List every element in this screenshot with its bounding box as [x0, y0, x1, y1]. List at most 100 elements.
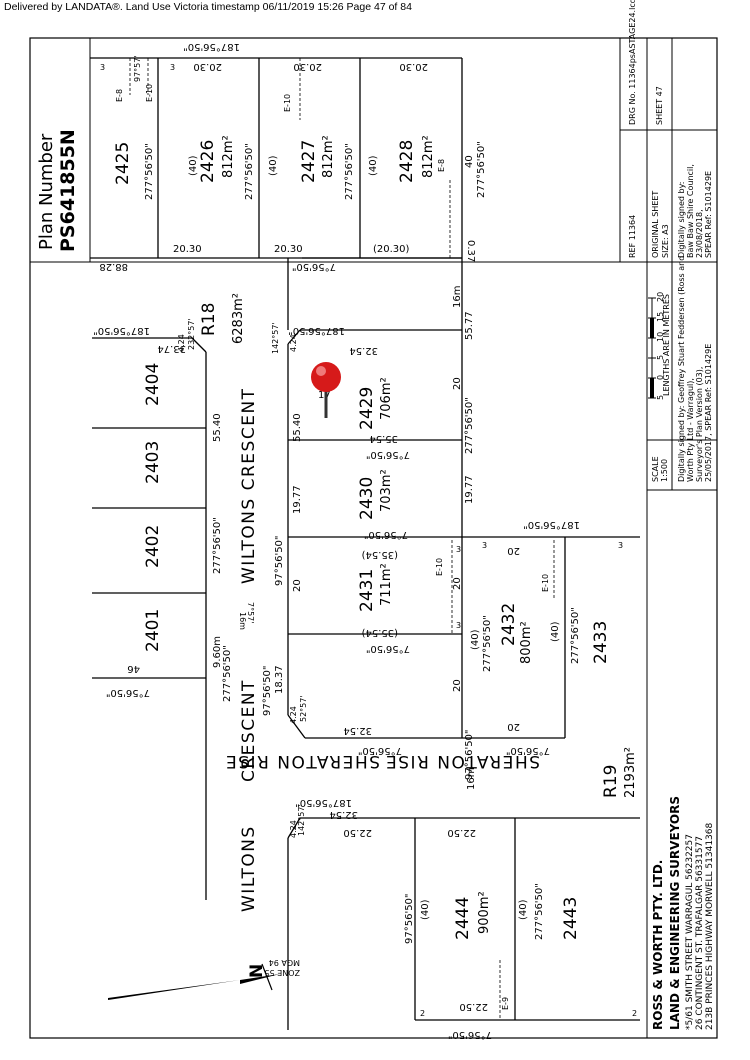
surveyor-sig-1: Digitally signed by: Geoffrey Stuart Fed… [677, 256, 686, 482]
bearing-2432-w: 277°56'50" [482, 615, 493, 672]
south-lots-boundaries [287, 817, 640, 1030]
road-sheraton-rise-e: SHERATON RISE [385, 751, 541, 771]
lot-2427: 2427 [299, 140, 319, 183]
lot-2401: 2401 [143, 609, 163, 652]
area-2428: 812m² [421, 135, 436, 178]
dim-20-c: 20 [292, 579, 303, 592]
area-2430: 703m² [379, 469, 394, 512]
dim-16m-s: 16m [466, 768, 477, 790]
bearing-7057: 7°57' [246, 602, 255, 623]
lot-2443: 2443 [561, 897, 581, 940]
top-lots-boundaries [90, 57, 463, 259]
lot-2402: 2402 [143, 525, 163, 568]
bearing-2429-n: 187°56'50" [288, 325, 345, 336]
dim-40p-2432: (40) [470, 629, 481, 650]
lot-2433: 2433 [591, 621, 611, 664]
firm-name: ROSS & WORTH PTY. LTD. [651, 860, 665, 1030]
bearing-2432-s: 7°56'50" [506, 745, 550, 756]
plan-number-label: Plan Number [36, 133, 57, 250]
council-sig-1: Digitally signed by: [677, 182, 686, 258]
sheet-border [29, 37, 718, 1039]
bearing-top-187: 187°56'50" [183, 41, 240, 52]
dim-960: 9.60m [212, 636, 223, 668]
lot-2426: 2426 [198, 140, 218, 183]
area-2431: 711m² [379, 563, 394, 606]
council-sig-3: 23/08/2018, [695, 209, 704, 258]
scale-tick-5a: 5 [656, 395, 665, 400]
dim-40p-2428: (40) [368, 155, 379, 176]
bearing-2428: 277°56'50" [476, 141, 487, 198]
dim-top-2428: 20.30 [399, 61, 428, 72]
dim-2250-s: 22.50 [459, 1001, 488, 1012]
scale-tick-20: 20 [656, 292, 665, 302]
address-trafalgar: 26 CONTINGENT ST. TRAFALGAR 56331577 [695, 836, 705, 1030]
bearing-2443-w: 277°56'50" [534, 883, 545, 940]
road-r19-area: 2193m² [623, 747, 638, 798]
address-warragul: *5/61 SMITH STREET WARRAGUL 56232257 [685, 834, 695, 1030]
dim-3-e1: 3 [482, 541, 487, 550]
road-r18-label: R18 [199, 303, 219, 336]
sheet-size-label: SIZE: A3 [661, 224, 670, 258]
dim-2-b: 2 [632, 1009, 637, 1018]
lot-2432: 2432 [499, 603, 519, 646]
dim-8828: 88.28 [99, 261, 128, 272]
central-lots-boundaries [287, 257, 463, 739]
bearing-97-c: 97°56'50" [274, 535, 285, 586]
road-r19-label: R19 [601, 765, 621, 798]
bearing-97-c2: 97°56'50" [262, 665, 273, 716]
surveyor-sig-3: Surveyor's Plan Version (03), [695, 367, 704, 482]
bearing-2430-s: 7°56'50" [364, 529, 408, 540]
road-wiltons-crescent: WILTONS CRESCENT [239, 387, 259, 584]
dim-424-c: 4.24 [289, 334, 298, 352]
north-mga: MGA 94 [269, 958, 300, 967]
bearing-2401-s: 7°56'50" [106, 687, 150, 698]
bearing-277-w2: 277°56'50" [222, 645, 233, 702]
easement-e8-2428: E-8 [437, 159, 446, 172]
scale-tick-10: 10 [656, 332, 665, 342]
road-wiltons: WILTONS [239, 825, 259, 912]
dim-5577: 55.77 [464, 311, 475, 340]
bearing-142-s: 142°57' [297, 804, 306, 836]
dim-1977-c: 19.77 [292, 485, 303, 514]
dim-40-2428: 40 [464, 155, 475, 168]
area-2427: 812m² [321, 135, 336, 178]
plan-number: PS641855N [57, 129, 79, 252]
lot-2404: 2404 [143, 363, 163, 406]
dim-bottom-2426: 20.30 [173, 244, 202, 255]
dim-3554p-a: (35.54) [361, 549, 398, 560]
dim-3554p-b: (35.54) [361, 627, 398, 638]
east-lots-boundaries [462, 536, 640, 739]
dim-3254-c2: 32.54 [343, 725, 372, 736]
dim-424-w: 4.24 [177, 334, 186, 352]
dim-3-c2: 3 [456, 621, 461, 630]
scale-tick-15: 15 [656, 312, 665, 322]
dim-2-a: 2 [420, 1009, 425, 1018]
dim-40p-2443: (40) [518, 899, 529, 920]
bearing-2425: 277°56'50" [144, 143, 155, 200]
bearing-97-s: 97°56'50" [464, 729, 475, 780]
dim-2250-e: 22.50 [447, 827, 476, 838]
dim-bottom-2428: (20.30) [373, 244, 410, 255]
road-sheraton-rise-w: SHERATON RISE [225, 751, 381, 771]
easement-e9: E-9 [501, 997, 510, 1010]
dim-3254-s: 32.54 [329, 809, 358, 820]
bearing-232: 232°57' [187, 318, 196, 350]
bearing-sheraton-w: 7°56'50" [358, 745, 402, 756]
area-2432: 800m² [519, 621, 534, 664]
bearing-top-7: 7°56'50" [292, 261, 336, 272]
lot-2431: 2431 [357, 569, 377, 612]
dim-16m-c: 16m [452, 286, 463, 308]
bearing-2430-n: 7°56'50" [366, 449, 410, 460]
scale-label: SCALE [651, 456, 660, 482]
bearing-277-c: 277°56'50" [464, 397, 475, 454]
bearing-97057: 97°57' [133, 55, 142, 82]
dim-3254-c: 32.54 [349, 345, 378, 356]
dim-40p-2444: (40) [420, 899, 431, 920]
scale-bar [648, 297, 656, 399]
dim-1837: 18.37 [274, 665, 285, 694]
dim-20-2432-n: 20 [507, 545, 520, 556]
original-sheet-label: ORIGINAL SHEET [651, 191, 660, 258]
dim-40p-2427: (40) [268, 155, 279, 176]
lot-2425: 2425 [113, 142, 133, 185]
dim-3-c1: 3 [456, 545, 461, 554]
